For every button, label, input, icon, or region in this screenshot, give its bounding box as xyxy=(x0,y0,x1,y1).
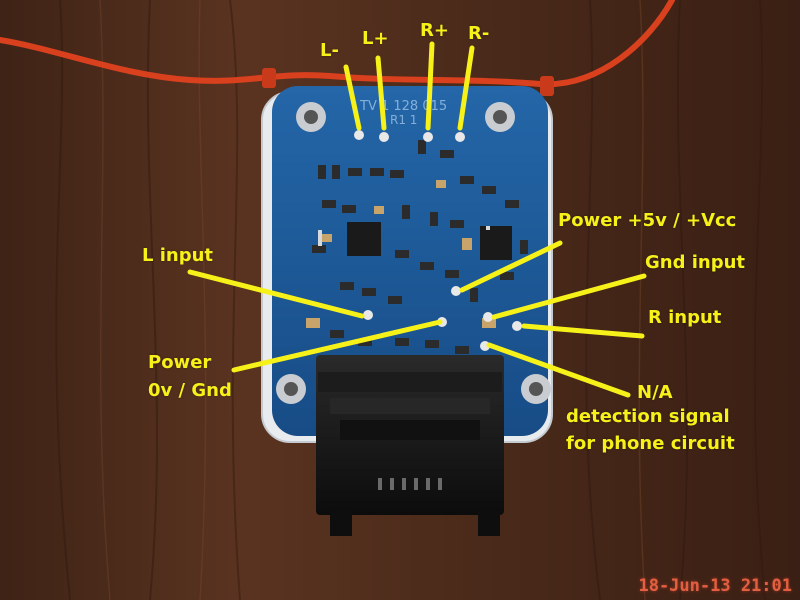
pointer-l-minus xyxy=(343,64,362,131)
red-wire xyxy=(0,0,675,88)
label-l-minus: L- xyxy=(320,40,339,61)
label-power-gnd-1: Power xyxy=(148,352,212,373)
board-silkscreen: TV 1 128 015 xyxy=(359,99,447,114)
pointer-r-minus xyxy=(457,45,475,131)
wire-clips xyxy=(262,68,554,96)
pointer-power-vcc xyxy=(459,240,563,293)
pointer-gnd-input xyxy=(491,273,647,320)
label-power-gnd-2: 0v / Gnd xyxy=(148,380,232,401)
label-r-minus: R- xyxy=(468,23,490,44)
label-detection-1: detection signal xyxy=(566,406,730,427)
label-r-input: R input xyxy=(648,307,722,328)
pcb-board xyxy=(272,86,548,436)
label-na: N/A xyxy=(637,382,673,403)
label-gnd-input: Gnd input xyxy=(645,252,746,273)
docking-connector xyxy=(316,355,504,536)
ic-chip-right xyxy=(480,226,512,260)
label-l-plus: L+ xyxy=(362,28,389,49)
pointer-r-input xyxy=(521,323,645,339)
pointer-r-plus xyxy=(425,41,435,131)
pointer-power-gnd xyxy=(231,319,443,373)
board-silkscreen-2: R1 1 xyxy=(390,113,417,127)
mounting-holes xyxy=(276,102,551,404)
pointer-lines xyxy=(187,41,647,398)
label-power-vcc: Power +5v / +Vcc xyxy=(558,210,737,231)
label-detection-2: for phone circuit xyxy=(566,433,735,454)
pointer-na xyxy=(486,342,631,398)
pointer-l-input xyxy=(187,269,365,319)
ic-chip-left xyxy=(347,222,381,256)
label-l-input: L input xyxy=(142,245,214,266)
camera-timestamp: 18-Jun-13 21:01 xyxy=(638,576,792,596)
label-r-plus: R+ xyxy=(420,20,449,41)
smd-components xyxy=(306,140,528,354)
pointer-l-plus xyxy=(375,55,387,131)
